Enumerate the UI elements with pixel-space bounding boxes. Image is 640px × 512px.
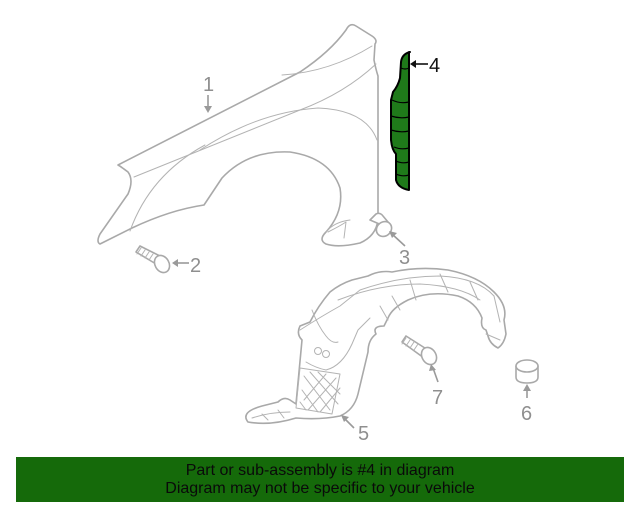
callout-number-1: 1	[203, 74, 214, 96]
arrow-icon	[341, 415, 349, 422]
banner-line-part-number: Part or sub-assembly is #4 in diagram	[185, 461, 455, 479]
cap-part-6[interactable]	[515, 359, 539, 384]
callout-number-4: 4	[429, 55, 440, 77]
leader-line-3	[391, 233, 406, 247]
callout-number-2: 2	[190, 255, 201, 277]
banner-line-disclaimer: Diagram may not be specific to your vehi…	[165, 479, 475, 497]
callout-5[interactable]: 5	[341, 415, 369, 445]
arrow-icon	[410, 60, 416, 68]
callout-number-7: 7	[432, 387, 443, 409]
callout-number-6: 6	[521, 403, 532, 425]
callout-1[interactable]: 1	[203, 74, 214, 113]
arrow-icon	[523, 384, 531, 391]
fender-part-1[interactable]	[97, 23, 379, 247]
insulator-part-4[interactable]	[390, 51, 411, 191]
liner-part-5[interactable]	[245, 267, 507, 425]
leader-line-7	[432, 367, 439, 383]
callout-number-5: 5	[358, 423, 369, 445]
bolt-part-2[interactable]	[135, 245, 173, 275]
callout-7[interactable]: 7	[429, 364, 443, 409]
arrow-icon	[389, 231, 397, 238]
arrow-icon	[429, 364, 436, 371]
callout-2[interactable]: 2	[172, 255, 201, 277]
clip-part-3[interactable]	[369, 212, 395, 239]
screw-part-7[interactable]	[401, 335, 440, 367]
callout-6[interactable]: 6	[521, 384, 532, 425]
callout-4[interactable]: 4	[410, 55, 440, 77]
callout-number-3: 3	[399, 247, 410, 269]
callout-3[interactable]: 3	[389, 231, 410, 269]
info-banner: Part or sub-assembly is #4 in diagram Di…	[16, 457, 624, 502]
arrow-icon	[172, 259, 178, 267]
arrow-icon	[204, 106, 212, 113]
